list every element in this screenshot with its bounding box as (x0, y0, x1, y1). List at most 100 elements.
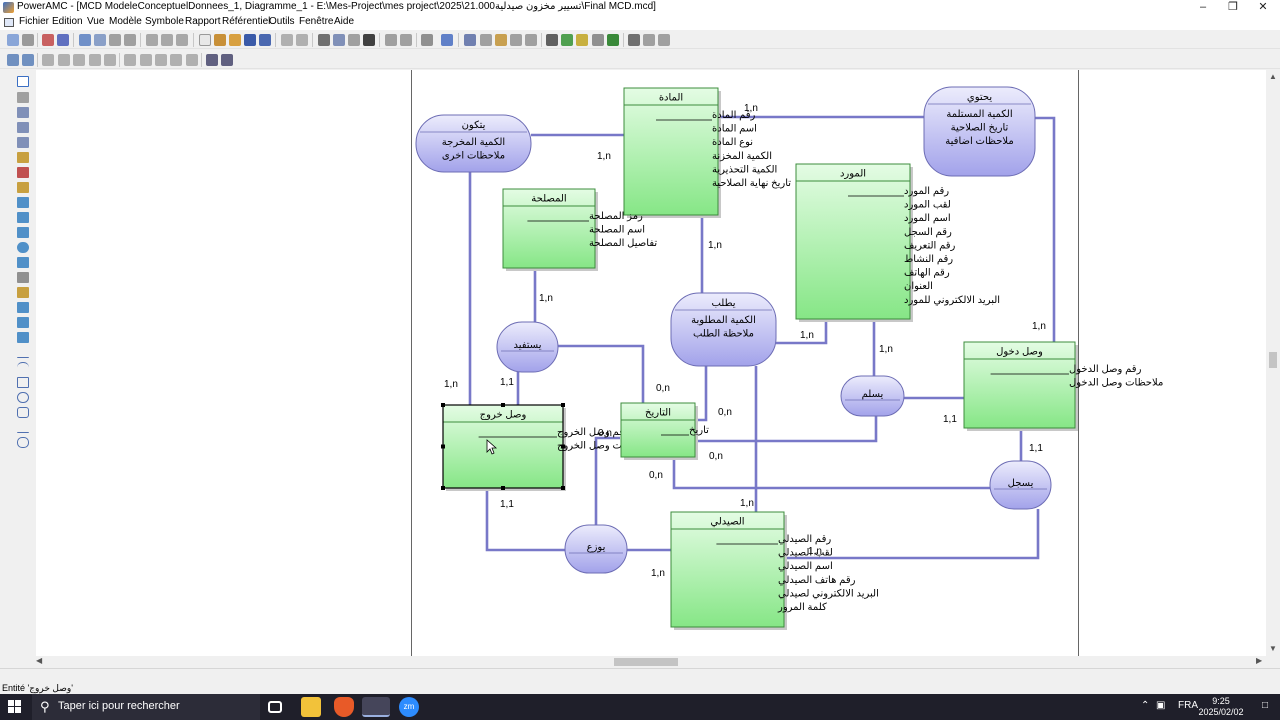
association-tool-icon[interactable] (17, 242, 29, 253)
zoom-tool-icon[interactable] (17, 107, 29, 118)
resize-handle[interactable] (441, 486, 445, 490)
link-tool-icon[interactable] (17, 302, 29, 313)
impact-icon[interactable] (124, 34, 136, 46)
association-link[interactable] (672, 457, 990, 490)
polygon-tool-icon[interactable] (17, 437, 29, 448)
save-all-icon[interactable] (259, 34, 271, 46)
menu-aide[interactable]: Aide (334, 16, 355, 27)
resize-handle[interactable] (501, 486, 505, 490)
table-icon[interactable] (561, 34, 573, 46)
find-icon[interactable] (421, 34, 433, 46)
arrow-right-icon[interactable] (658, 34, 670, 46)
distribute-horizontal-icon[interactable] (124, 54, 136, 66)
print-icon[interactable] (146, 34, 158, 46)
zoom-out-icon[interactable] (22, 54, 34, 66)
horizontal-scrollbar[interactable]: ◀ ▶ (36, 656, 1266, 668)
tools-icon[interactable] (592, 34, 604, 46)
pencil-icon[interactable] (576, 34, 588, 46)
powerdesigner-app-icon[interactable] (3, 2, 14, 13)
reverse-icon[interactable] (79, 34, 91, 46)
resize-handle[interactable] (441, 403, 445, 407)
file-tool-icon[interactable] (17, 272, 29, 283)
scroll-left-icon[interactable]: ◀ (36, 656, 43, 665)
notifications-icon[interactable]: □ (1262, 700, 1269, 711)
properties-tool-icon[interactable] (17, 152, 29, 163)
menu-rapport[interactable]: Rapport (185, 16, 221, 27)
browse-icon[interactable] (441, 34, 453, 46)
list-icon[interactable] (464, 34, 476, 46)
new-icon[interactable] (199, 34, 211, 46)
horizontal-scroll-thumb[interactable] (614, 658, 678, 666)
compare-icon[interactable] (94, 34, 106, 46)
distribute-vertical-icon[interactable] (140, 54, 152, 66)
arc-tool-icon[interactable] (17, 362, 29, 373)
association-link-tool-icon[interactable] (17, 257, 29, 268)
print-icon[interactable] (281, 34, 293, 46)
task-view-icon[interactable] (268, 701, 282, 713)
output-pane-splitter[interactable] (0, 668, 1280, 682)
note-tool-icon[interactable] (17, 287, 29, 298)
resize-handle[interactable] (441, 444, 445, 449)
entity-tool-icon[interactable] (17, 197, 29, 208)
resize-handle[interactable] (561, 444, 565, 449)
save-icon[interactable] (244, 34, 256, 46)
resize-handle[interactable] (561, 486, 565, 490)
menu-fenetre[interactable]: Fenêtre (299, 16, 334, 27)
zoom-icon[interactable]: zm (399, 697, 419, 717)
brave-browser-icon[interactable] (334, 697, 354, 717)
folder-icon[interactable] (229, 34, 241, 46)
powerdesigner-icon[interactable] (362, 697, 390, 717)
association-enregistre[interactable]: يسجل (989, 460, 1052, 510)
relationship-tool-icon[interactable] (17, 227, 29, 238)
delete-icon[interactable] (363, 34, 375, 46)
association-link[interactable] (558, 344, 645, 403)
delete-tool-icon[interactable] (17, 167, 29, 178)
cut-icon[interactable] (318, 34, 330, 46)
grid-icon[interactable] (525, 34, 537, 46)
resize-handle[interactable] (561, 403, 565, 407)
text-format-icon[interactable] (607, 34, 619, 46)
merge-icon[interactable] (109, 34, 121, 46)
preview-icon[interactable] (161, 34, 173, 46)
copy-icon[interactable] (333, 34, 345, 46)
taskbar-search-box[interactable]: ⚲ Taper ici pour rechercher (32, 694, 260, 720)
ellipse-tool-icon[interactable] (17, 392, 29, 403)
scroll-right-icon[interactable]: ▶ (1256, 656, 1263, 665)
browser-pane[interactable] (0, 70, 10, 670)
resize-handle[interactable] (501, 403, 505, 407)
package-tool-icon[interactable] (17, 182, 29, 193)
zoom-in-icon[interactable] (7, 54, 19, 66)
align-left-icon[interactable] (42, 54, 54, 66)
align-right-icon[interactable] (73, 54, 85, 66)
association-livre[interactable]: يسلم (840, 375, 905, 417)
association-beneficie[interactable]: يستفيد (496, 321, 559, 373)
pointer-tool-icon[interactable] (17, 76, 29, 87)
association-link[interactable] (485, 488, 565, 552)
association-link[interactable] (784, 509, 1040, 560)
line-tool-icon[interactable] (17, 347, 29, 358)
selection-handles[interactable] (441, 403, 565, 490)
menu-symbole[interactable]: Symbole (145, 16, 184, 27)
open-icon[interactable] (22, 34, 34, 46)
close-icon[interactable]: ✕ (1258, 1, 1268, 13)
same-height-icon[interactable] (170, 54, 182, 66)
inheritance-tool-icon[interactable] (17, 212, 29, 223)
grabber-tool-icon[interactable] (17, 92, 29, 103)
align-icon[interactable] (628, 34, 640, 46)
text-left-icon[interactable] (206, 54, 218, 66)
open-diagram-tool-icon[interactable] (17, 137, 29, 148)
arrow-left-icon[interactable] (643, 34, 655, 46)
vertical-scrollbar[interactable]: ▲ ▼ (1266, 70, 1280, 656)
same-size-icon[interactable] (186, 54, 198, 66)
scroll-down-icon[interactable]: ▼ (1269, 644, 1277, 653)
properties-icon[interactable] (176, 34, 188, 46)
